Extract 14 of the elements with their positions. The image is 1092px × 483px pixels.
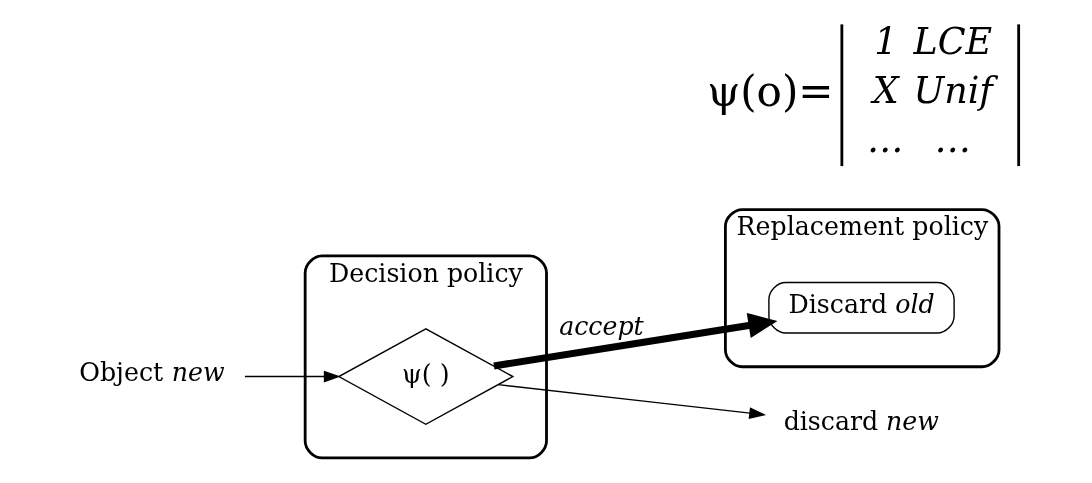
label: ψ(o)= [706,66,834,116]
edge-label: accept [558,312,644,342]
label: LCE [912,19,992,63]
node-text: Object new [78,358,225,388]
label: X [872,68,899,112]
label: … [866,117,904,161]
arrow [243,370,341,383]
node-box: Discard old [767,281,955,334]
node-diamond: ψ( ) [336,328,514,426]
label: 1 [873,19,897,63]
arrow [492,312,777,370]
arrow [497,383,766,419]
label: … [933,117,971,161]
node-text: discard new [783,407,939,437]
